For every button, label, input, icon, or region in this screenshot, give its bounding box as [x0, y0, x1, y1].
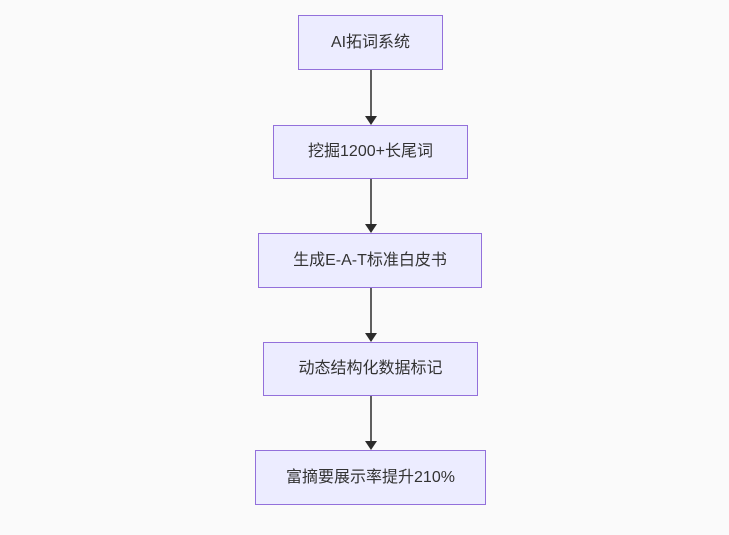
flow-node-label: 挖掘1200+长尾词 [308, 143, 433, 161]
flow-node-rich-snippet-result: 富摘要展示率提升210% [255, 450, 486, 505]
flow-arrow-4 [364, 396, 377, 450]
arrow-line [369, 70, 372, 116]
flow-arrow-1 [364, 70, 377, 125]
flow-node-ai-keyword-system: AI拓词系统 [298, 15, 443, 70]
arrow-down-icon [364, 441, 377, 450]
flow-arrow-2 [364, 179, 377, 233]
flow-node-label: 动态结构化数据标记 [298, 360, 443, 378]
arrow-down-icon [364, 333, 377, 342]
flow-node-label: 富摘要展示率提升210% [286, 468, 455, 486]
flow-node-eat-whitepaper: 生成E-A-T标准白皮书 [258, 233, 482, 288]
flow-node-structured-data-markup: 动态结构化数据标记 [263, 342, 478, 396]
flow-arrow-3 [364, 288, 377, 342]
arrow-down-icon [364, 224, 377, 233]
flow-node-longtail-mining: 挖掘1200+长尾词 [273, 125, 468, 179]
arrow-line [369, 396, 372, 441]
arrow-down-icon [364, 116, 377, 125]
arrow-line [369, 288, 372, 333]
flow-node-label: AI拓词系统 [330, 33, 411, 51]
arrow-line [369, 179, 372, 224]
flow-node-label: 生成E-A-T标准白皮书 [293, 251, 447, 269]
